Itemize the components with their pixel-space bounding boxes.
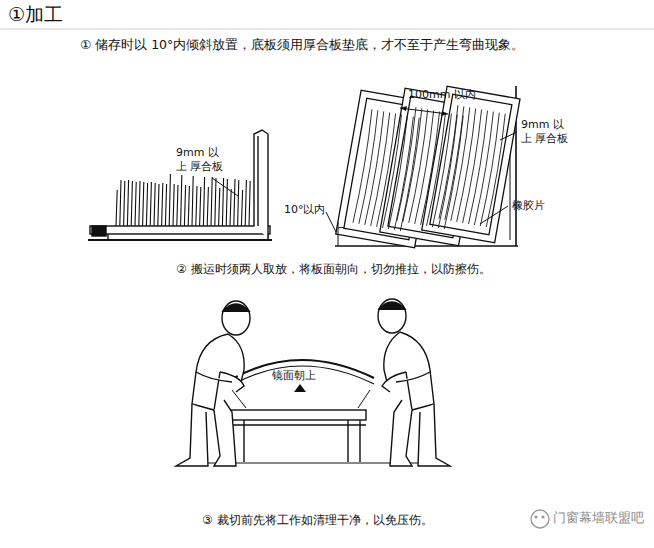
spacing-dimension: 100mm 以内 (408, 88, 476, 102)
instruction-note: ② 搬运时须两人取放，将板面朝向，切勿推拉，以防擦伤。 (176, 262, 491, 277)
mirror-up-label: 镜面朝上 (272, 369, 316, 383)
rubber-pad-label: 橡胶片 (512, 199, 545, 213)
watermark: 门窗幕墙联盟吧 (553, 510, 644, 526)
plywood-label: 9mm 以上 厚合板 (176, 146, 228, 174)
instruction-note: ③ 裁切前先将工作如清理干净，以免压伤。 (202, 513, 433, 528)
angle-label: 10°以内 (284, 203, 326, 217)
instruction-note: ① 储存时以 10°内倾斜放置，底板须用厚合板垫底，才不至于产生弯曲现象。 (80, 37, 524, 53)
plywood-label: 9mm 以上 厚合板 (521, 118, 573, 146)
section-title: ①加工 (8, 3, 63, 27)
